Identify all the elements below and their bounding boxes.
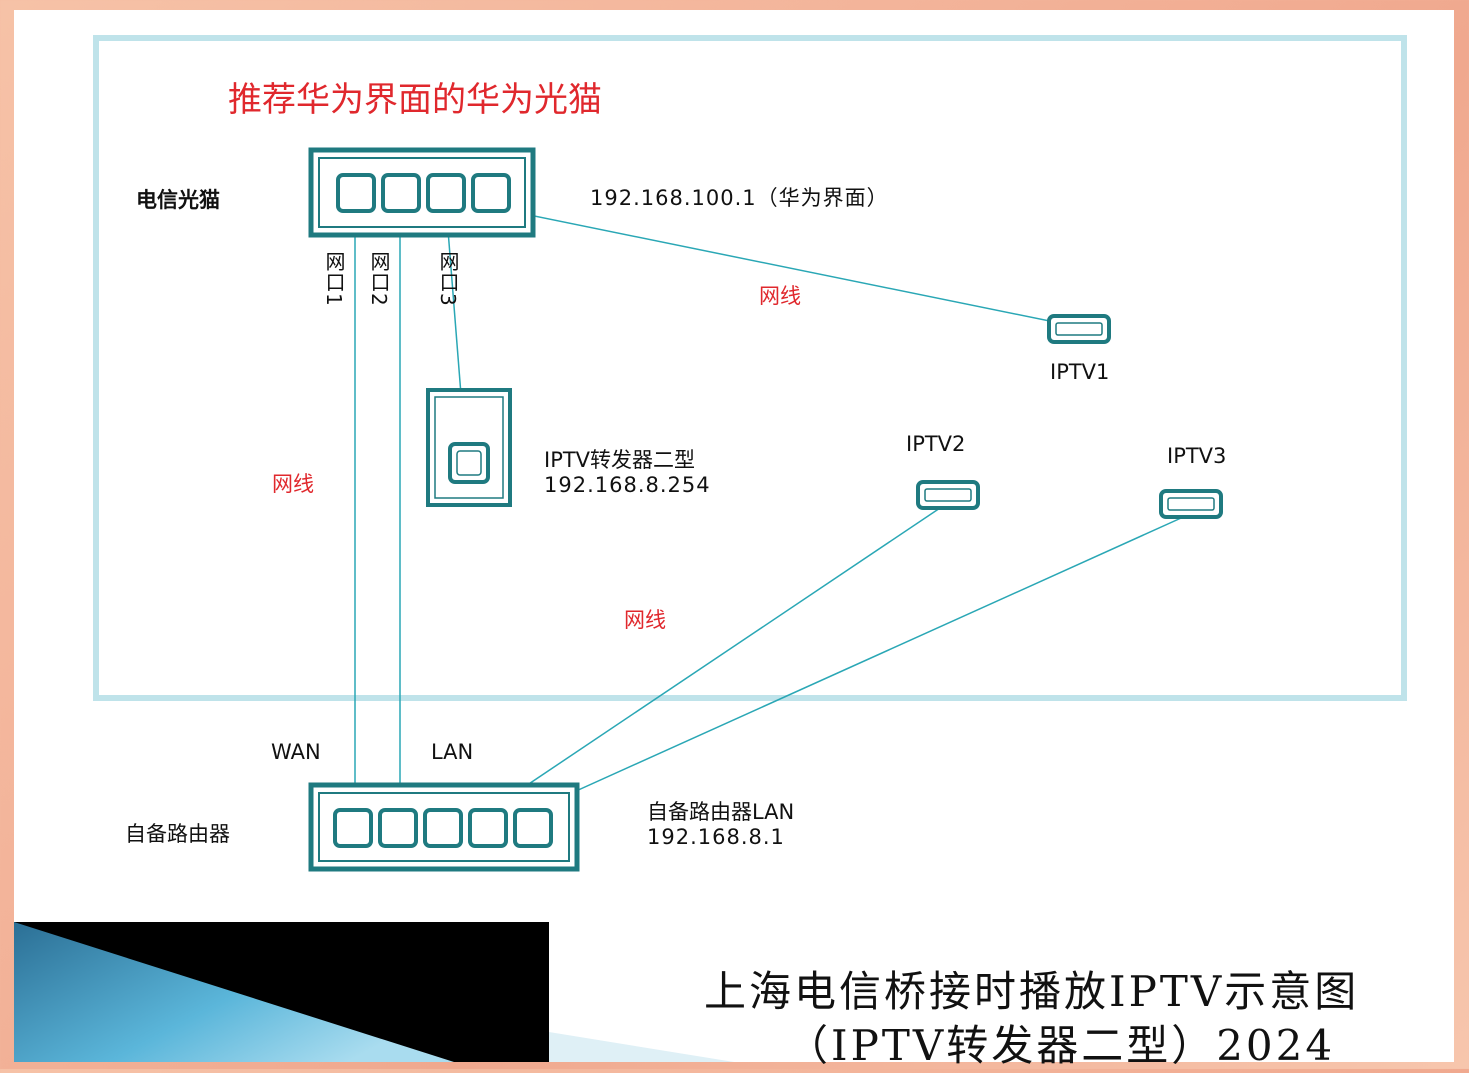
cable-port4-iptv1 — [489, 206, 1085, 329]
diagram-title: 推荐华为界面的华为光猫 — [228, 80, 602, 120]
router-lan-name: 自备路由器LAN — [647, 800, 795, 824]
caption-line-2: （IPTV转发器二型）2024 — [786, 1021, 1336, 1070]
router-port-lan-1 — [378, 808, 418, 848]
cable-router-iptv2 — [489, 503, 947, 811]
decorative-corner — [14, 922, 734, 1062]
router-lan-label: LAN — [431, 740, 474, 764]
forwarder-name: IPTV转发器二型 — [544, 448, 696, 472]
router-port-lan-3 — [468, 808, 508, 848]
router-port-lan-4 — [513, 808, 553, 848]
iptv2-box — [916, 480, 980, 510]
outer-frame — [93, 35, 1407, 701]
iptv2-label: IPTV2 — [906, 432, 966, 456]
forwarder-ip: 192.168.8.254 — [544, 473, 711, 497]
modem-device — [308, 147, 536, 238]
iptv1-label: IPTV1 — [1050, 360, 1110, 384]
router-device — [308, 782, 580, 872]
port2-label: 网口2 — [367, 251, 391, 307]
cable-router-iptv3 — [533, 513, 1191, 811]
port3-label: 网口3 — [436, 251, 460, 307]
modem-port-1 — [336, 173, 376, 213]
iptv3-box — [1159, 489, 1223, 519]
router-port-wan — [333, 808, 373, 848]
port1-label: 网口1 — [322, 251, 346, 307]
iptv-forwarder-device — [426, 388, 512, 507]
modem-port-2 — [381, 173, 421, 213]
slide: 推荐华为界面的华为光猫 电信光猫 192.168.100.1（华为界面） 网口1… — [14, 10, 1454, 1070]
modem-port-4 — [471, 173, 511, 213]
cable-label-iptv23: 网线 — [624, 608, 666, 632]
modem-label: 电信光猫 — [136, 188, 220, 212]
iptv3-label: IPTV3 — [1167, 444, 1227, 468]
modem-ip: 192.168.100.1（华为界面） — [590, 186, 889, 210]
router-label: 自备路由器 — [125, 822, 230, 846]
modem-port-3 — [426, 173, 466, 213]
cable-label-iptv1: 网线 — [759, 284, 801, 308]
iptv1-box — [1047, 314, 1111, 344]
router-lan-ip: 192.168.8.1 — [647, 825, 785, 849]
caption-line-1: 上海电信桥接时播放IPTV示意图 — [704, 967, 1360, 1016]
router-wan-label: WAN — [271, 740, 321, 764]
router-port-lan-2 — [423, 808, 463, 848]
cable-label-router: 网线 — [272, 472, 314, 496]
diagram-canvas — [14, 35, 1407, 1062]
